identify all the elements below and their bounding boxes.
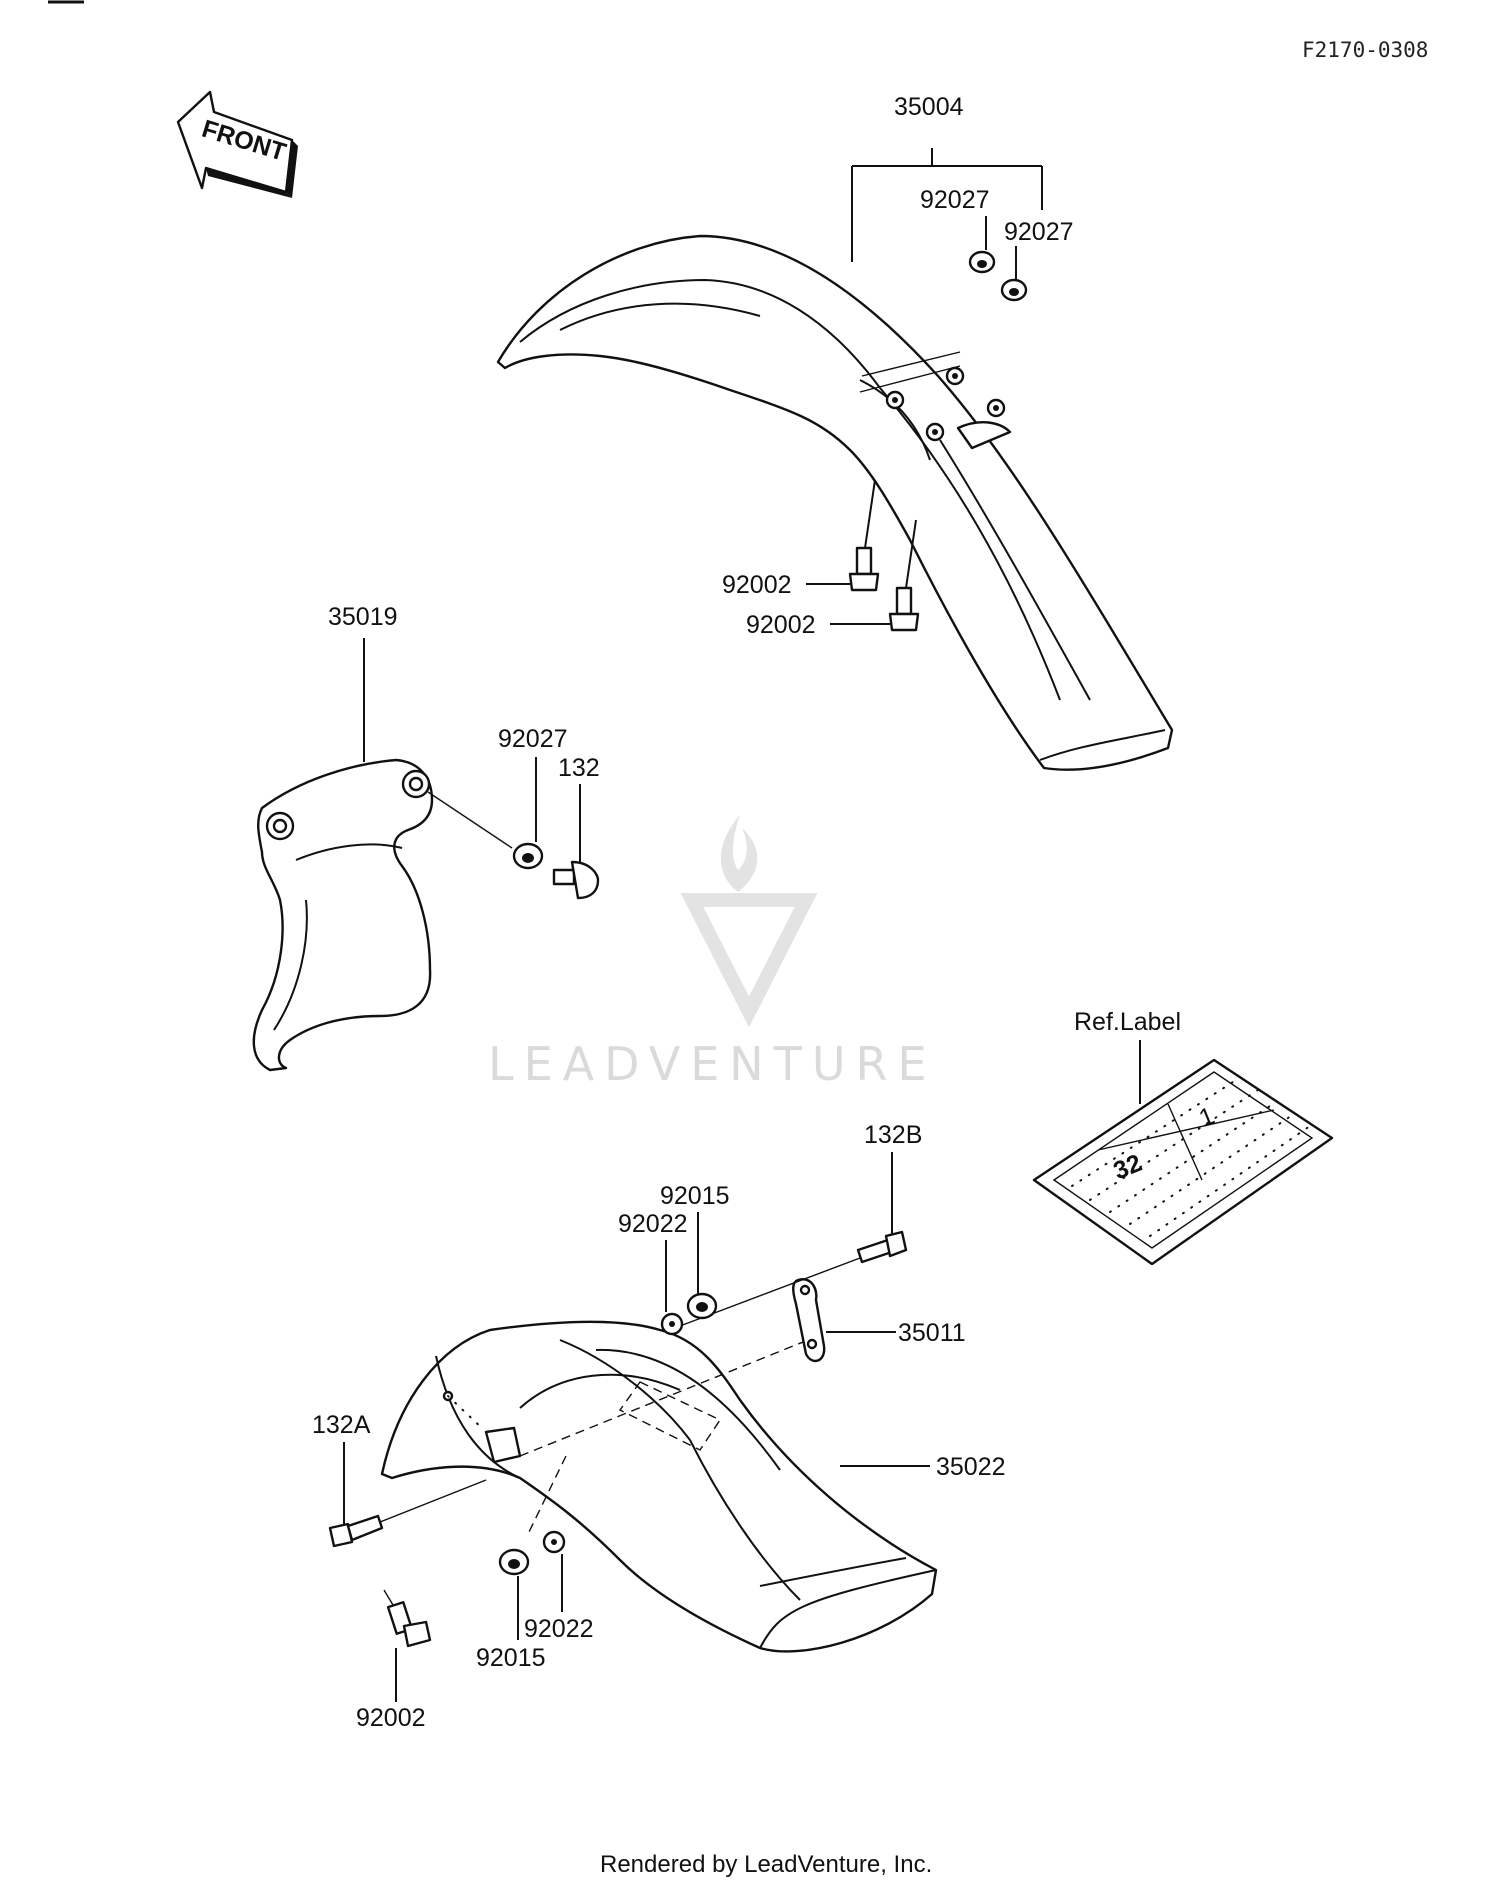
doc-code: F2170-0308 xyxy=(1302,38,1428,62)
grommet-92015-a[interactable] xyxy=(686,1292,718,1320)
callout-92022-b[interactable]: 92022 xyxy=(524,1615,594,1643)
bolt-92002-b[interactable] xyxy=(888,519,920,632)
nut-92027-c[interactable] xyxy=(512,842,544,870)
watermark-text: LEADVENTURE xyxy=(488,1037,937,1091)
callout-92015-b[interactable]: 92015 xyxy=(476,1644,546,1672)
callout-35019[interactable]: 35019 xyxy=(328,603,398,631)
callout-132[interactable]: 132 xyxy=(558,754,600,782)
front-fender[interactable] xyxy=(496,234,1174,771)
bolt-132[interactable] xyxy=(552,860,600,900)
callout-92002-a[interactable]: 92002 xyxy=(722,571,792,599)
nut-92027-b[interactable] xyxy=(1000,278,1028,302)
bolt-132b[interactable] xyxy=(856,1230,908,1264)
leader-35004 xyxy=(851,148,1043,262)
front-arrow-icon: FRONT xyxy=(176,90,298,198)
grommet-92015-b[interactable] xyxy=(498,1548,530,1576)
callout-92002-b[interactable]: 92002 xyxy=(746,611,816,639)
fork-guard[interactable] xyxy=(252,758,434,1072)
callout-92015-a[interactable]: 92015 xyxy=(660,1182,730,1210)
ref-label-title[interactable]: Ref.Label xyxy=(1074,1008,1181,1036)
bolt-92002-c[interactable] xyxy=(383,1589,432,1648)
callout-92027-c[interactable]: 92027 xyxy=(498,725,568,753)
bolt-132a[interactable] xyxy=(328,1514,384,1548)
collar-92022-a[interactable] xyxy=(660,1312,684,1336)
bracket-35011[interactable] xyxy=(792,1278,826,1363)
callout-92022-a[interactable]: 92022 xyxy=(618,1210,688,1238)
collar-92022-b[interactable] xyxy=(542,1530,566,1554)
bolt-92002-a[interactable] xyxy=(848,479,880,592)
callout-35022[interactable]: 35022 xyxy=(936,1453,1006,1481)
nut-92027-a[interactable] xyxy=(968,250,996,274)
callout-92027-b[interactable]: 92027 xyxy=(1004,218,1074,246)
callout-35011[interactable]: 35011 xyxy=(898,1319,966,1347)
reference-label[interactable]: 32 1 xyxy=(1032,1058,1334,1266)
mount-holes xyxy=(885,366,1006,442)
callout-35004[interactable]: 35004 xyxy=(894,93,964,121)
callout-132a[interactable]: 132A xyxy=(312,1411,371,1439)
footer-credit: Rendered by LeadVenture, Inc. xyxy=(600,1851,932,1878)
callout-132b[interactable]: 132B xyxy=(864,1121,922,1149)
watermark: LEADVENTURE xyxy=(488,815,937,1091)
callout-92002-c[interactable]: 92002 xyxy=(356,1704,426,1732)
callout-92027-a[interactable]: 92027 xyxy=(920,186,990,214)
rear-fender[interactable] xyxy=(380,1320,938,1653)
